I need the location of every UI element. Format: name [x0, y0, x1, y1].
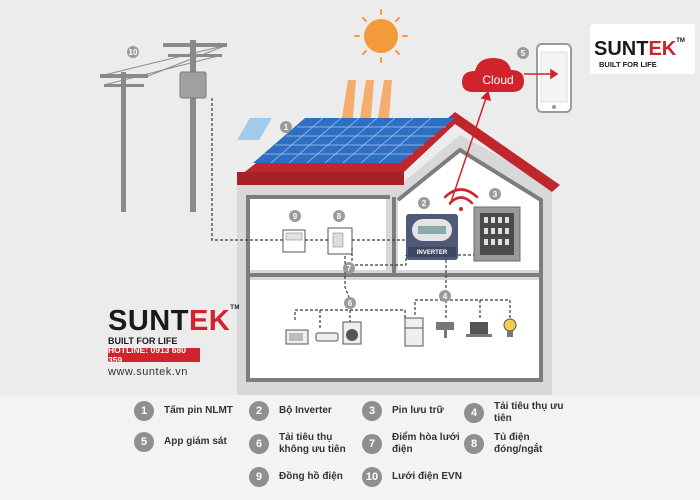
- brand-logo-left: SUNTEKTM BUILT FOR LIFE: [108, 305, 240, 346]
- cloud-label: Cloud: [482, 73, 514, 87]
- brand-tagline: BUILT FOR LIFE: [108, 336, 178, 346]
- appliance-laptop-icon: [466, 322, 492, 337]
- sun-rays: [340, 80, 392, 130]
- marker-2: 2: [418, 197, 430, 209]
- marker-6: 6: [344, 297, 356, 309]
- hotline-badge: HOTLINE: 0913 680 359: [108, 345, 200, 365]
- marker-3: 3: [489, 188, 501, 200]
- roof: [237, 112, 560, 192]
- brand-logo-top-tagline: BUILT FOR LIFE: [599, 60, 657, 69]
- electric-meter: [282, 229, 306, 253]
- power-grid-poles: [99, 40, 228, 212]
- brand-logo-top-name: SUNTEKTM: [594, 38, 685, 60]
- marker-1: 1: [280, 121, 292, 133]
- marker-4: 4: [439, 290, 451, 302]
- marker-7: 7: [343, 262, 355, 274]
- appliance-fridge-icon: [404, 317, 424, 347]
- breaker-box: [327, 227, 353, 255]
- appliance-washer-icon: [342, 321, 362, 345]
- marker-9: 9: [289, 210, 301, 222]
- cloud-icon: [462, 58, 524, 92]
- wifi-icon: [443, 188, 479, 211]
- inverter: [406, 214, 458, 260]
- brand-logo-top: SUNTEKTM BUILT FOR LIFE: [590, 24, 695, 74]
- sun-icon: [354, 9, 408, 63]
- marker-5: 5: [517, 47, 529, 59]
- solar-panel: [237, 117, 455, 164]
- phone-icon: [536, 43, 572, 113]
- brand-name: SUNTEKTM: [108, 305, 240, 337]
- cloud-links: [449, 68, 559, 206]
- appliance-aircon-icon: [315, 332, 339, 342]
- inverter-label: INVERTER: [416, 250, 448, 256]
- appliance-bulb-icon: [503, 318, 517, 337]
- battery-cabinet: [473, 206, 521, 262]
- marker-8: 8: [333, 210, 345, 222]
- website-link[interactable]: www.suntek.vn: [108, 366, 188, 378]
- marker-10: 10: [127, 46, 139, 58]
- appliance-camera-icon: [436, 322, 454, 338]
- appliance-microwave-icon: [285, 329, 309, 345]
